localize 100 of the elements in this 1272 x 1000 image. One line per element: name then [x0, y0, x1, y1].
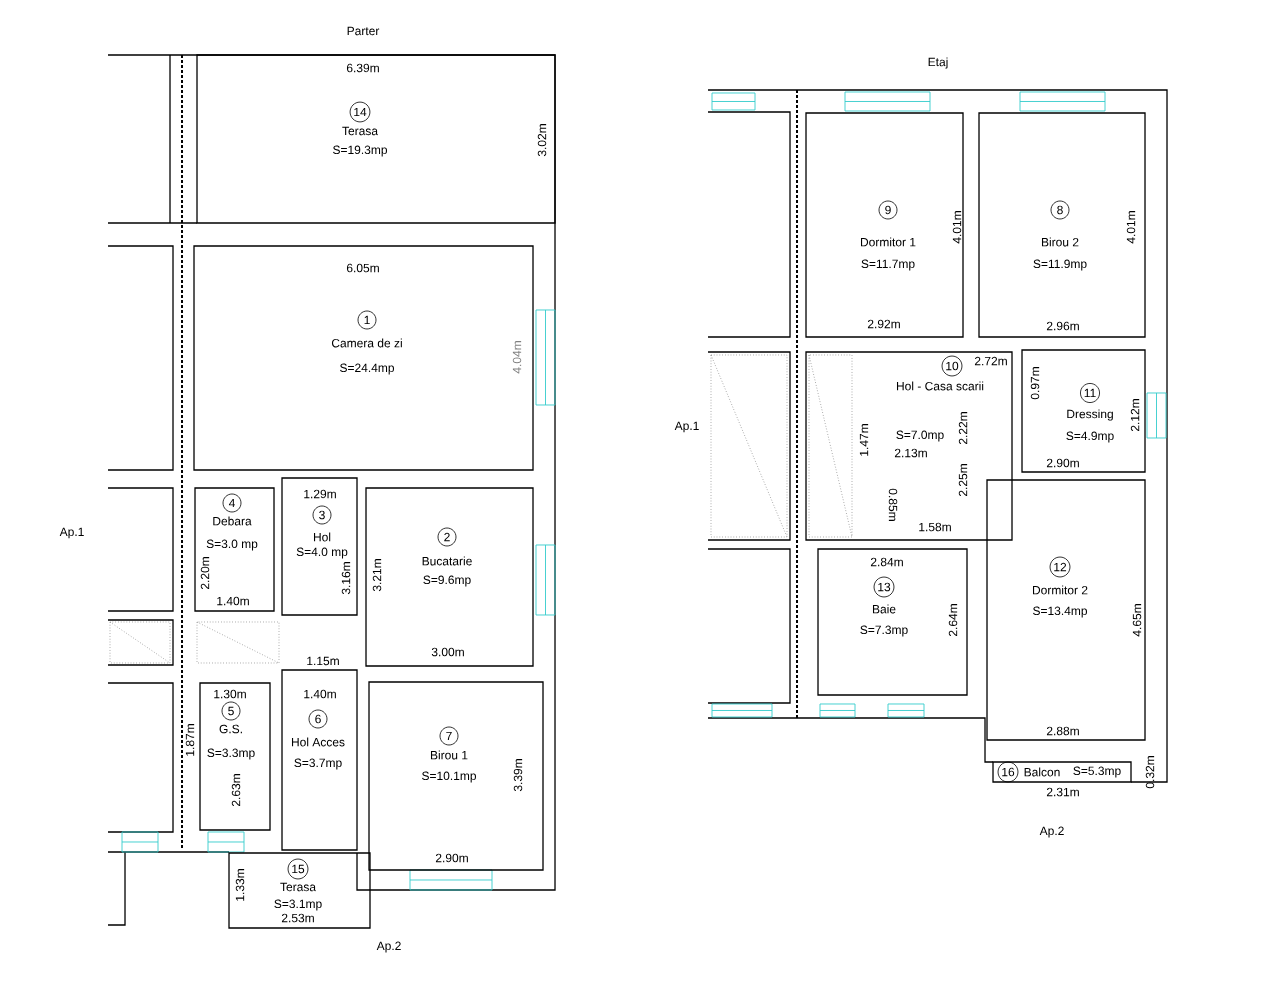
dimension-label: 2.96m — [1046, 321, 1079, 331]
room — [805, 112, 964, 338]
room-name: Dormitor 2 — [1033, 585, 1088, 595]
dimension-label: 3.39m — [513, 759, 523, 792]
area-label: S=9.6mp — [423, 575, 471, 587]
room-name: Dressing — [1067, 409, 1113, 421]
room-name: Dormitor 1 — [861, 237, 916, 247]
area-label: S=3.7mp — [294, 758, 342, 770]
dimension-label: 2.90m — [435, 853, 468, 863]
room-number: 5 — [221, 701, 241, 721]
room — [368, 681, 544, 871]
dimension-label: 1.29m — [304, 489, 336, 499]
room-name: G.S. — [219, 724, 242, 734]
room-name: Terasa — [342, 126, 378, 136]
dimension-label: 4.01m — [952, 211, 962, 244]
room-number: 8 — [1050, 200, 1070, 220]
dimension-label: 0.32m — [1145, 756, 1155, 789]
room-number: 6 — [308, 709, 328, 729]
dimension-label: 6.05m — [346, 263, 379, 273]
room-number: 11 — [1080, 383, 1100, 403]
room — [194, 487, 275, 612]
room-number: 7 — [439, 726, 459, 746]
dimension-label: 2.64m — [948, 604, 958, 637]
dimension-label: 4.65m — [1132, 604, 1142, 637]
room-number: 10 — [941, 355, 963, 377]
dimension-label: 2.20m — [200, 557, 210, 590]
dimension-label: 2.13m — [894, 448, 927, 458]
room — [986, 479, 1146, 741]
room — [193, 245, 534, 471]
dimension-label: 1.58m — [919, 522, 951, 532]
room-name: Birou 1 — [431, 750, 468, 760]
dimension-label: 6.39m — [346, 63, 379, 73]
room-name: Baie — [873, 604, 896, 614]
area-label: S=11.7mp — [861, 259, 915, 271]
dimension-label: 1.40m — [304, 689, 336, 699]
dimension-label: 3.02m — [537, 124, 547, 157]
apartment-label: Ap.2 — [376, 941, 401, 953]
room — [992, 761, 1132, 783]
room-name: Hol — [314, 532, 331, 542]
room-number: 9 — [878, 200, 898, 220]
apartment-label: Ap.1 — [59, 527, 84, 539]
dimension-label: 2.92m — [867, 319, 900, 329]
area-label: S=3.0 mp — [206, 539, 258, 551]
area-label: S=10.1mp — [422, 771, 476, 783]
dimension-label: 2.12m — [1130, 399, 1140, 432]
room — [196, 54, 556, 224]
room — [281, 477, 358, 616]
room-number: 4 — [222, 493, 242, 513]
area-label: S=7.0mp — [896, 430, 944, 442]
room-name: Hol Acces — [292, 737, 345, 747]
dimension-label: 0.97m — [1030, 367, 1040, 400]
dimension-label: 1.30m — [214, 689, 246, 699]
area-label: S=3.1mp — [274, 899, 322, 911]
room-name: Bucatarie — [422, 556, 472, 566]
room-number: 14 — [349, 101, 371, 123]
room — [1021, 349, 1146, 473]
dimension-label: 2.63m — [231, 774, 241, 807]
room — [228, 852, 371, 929]
area-label: S=24.4mp — [340, 363, 394, 375]
dimension-label: 3.21m — [372, 559, 382, 592]
dimension-label: 2.22m — [958, 412, 968, 445]
dimension-label: 1.15m — [307, 656, 339, 666]
dimension-label: 3.16m — [341, 562, 351, 595]
dimension-label: 1.33m — [235, 869, 245, 901]
area-label: S=13.4mp — [1033, 606, 1087, 618]
dimension-label: 2.84m — [870, 557, 903, 567]
apartment-label: Ap.2 — [1039, 826, 1064, 838]
area-label: S=4.9mp — [1066, 431, 1114, 443]
plan-title: Etaj — [928, 57, 948, 69]
apartment-label: Ap.1 — [674, 421, 699, 433]
room-name: Birou 2 — [1042, 237, 1079, 247]
room-number: 1 — [357, 310, 377, 330]
room-name: Hol - Casa scarii — [897, 381, 984, 391]
area-label: S=4.0 mp — [296, 547, 348, 559]
room — [978, 112, 1146, 338]
room-number: 16 — [997, 761, 1019, 783]
room — [281, 669, 358, 851]
dimension-label: 4.04m — [512, 341, 522, 374]
area-label: S=11.9mp — [1033, 259, 1087, 271]
room-number: 3 — [312, 505, 332, 525]
dimension-label: 3.00m — [431, 647, 464, 657]
dimension-label: 2.90m — [1046, 458, 1079, 468]
room-name: Balcon — [1024, 767, 1060, 777]
area-label: S=7.3mp — [860, 625, 908, 637]
dimension-label: 1.47m — [859, 424, 869, 456]
room-number: 15 — [287, 858, 309, 880]
dimension-label: 2.25m — [958, 464, 968, 497]
dimension-label: 2.53m — [281, 913, 314, 923]
dimension-label: 4.01m — [1126, 211, 1136, 244]
room-name: Debara — [213, 516, 252, 526]
area-label: S=3.3mp — [207, 748, 255, 760]
dimension-label: 2.72m — [974, 356, 1007, 366]
room — [199, 682, 271, 831]
dimension-label: 0.85m — [888, 488, 898, 521]
dimension-label: 2.88m — [1046, 726, 1079, 736]
room-name: Terasa — [280, 882, 316, 892]
room — [817, 548, 968, 696]
room-number: 2 — [437, 527, 457, 547]
room-number: 12 — [1049, 556, 1071, 578]
room — [805, 351, 1013, 541]
